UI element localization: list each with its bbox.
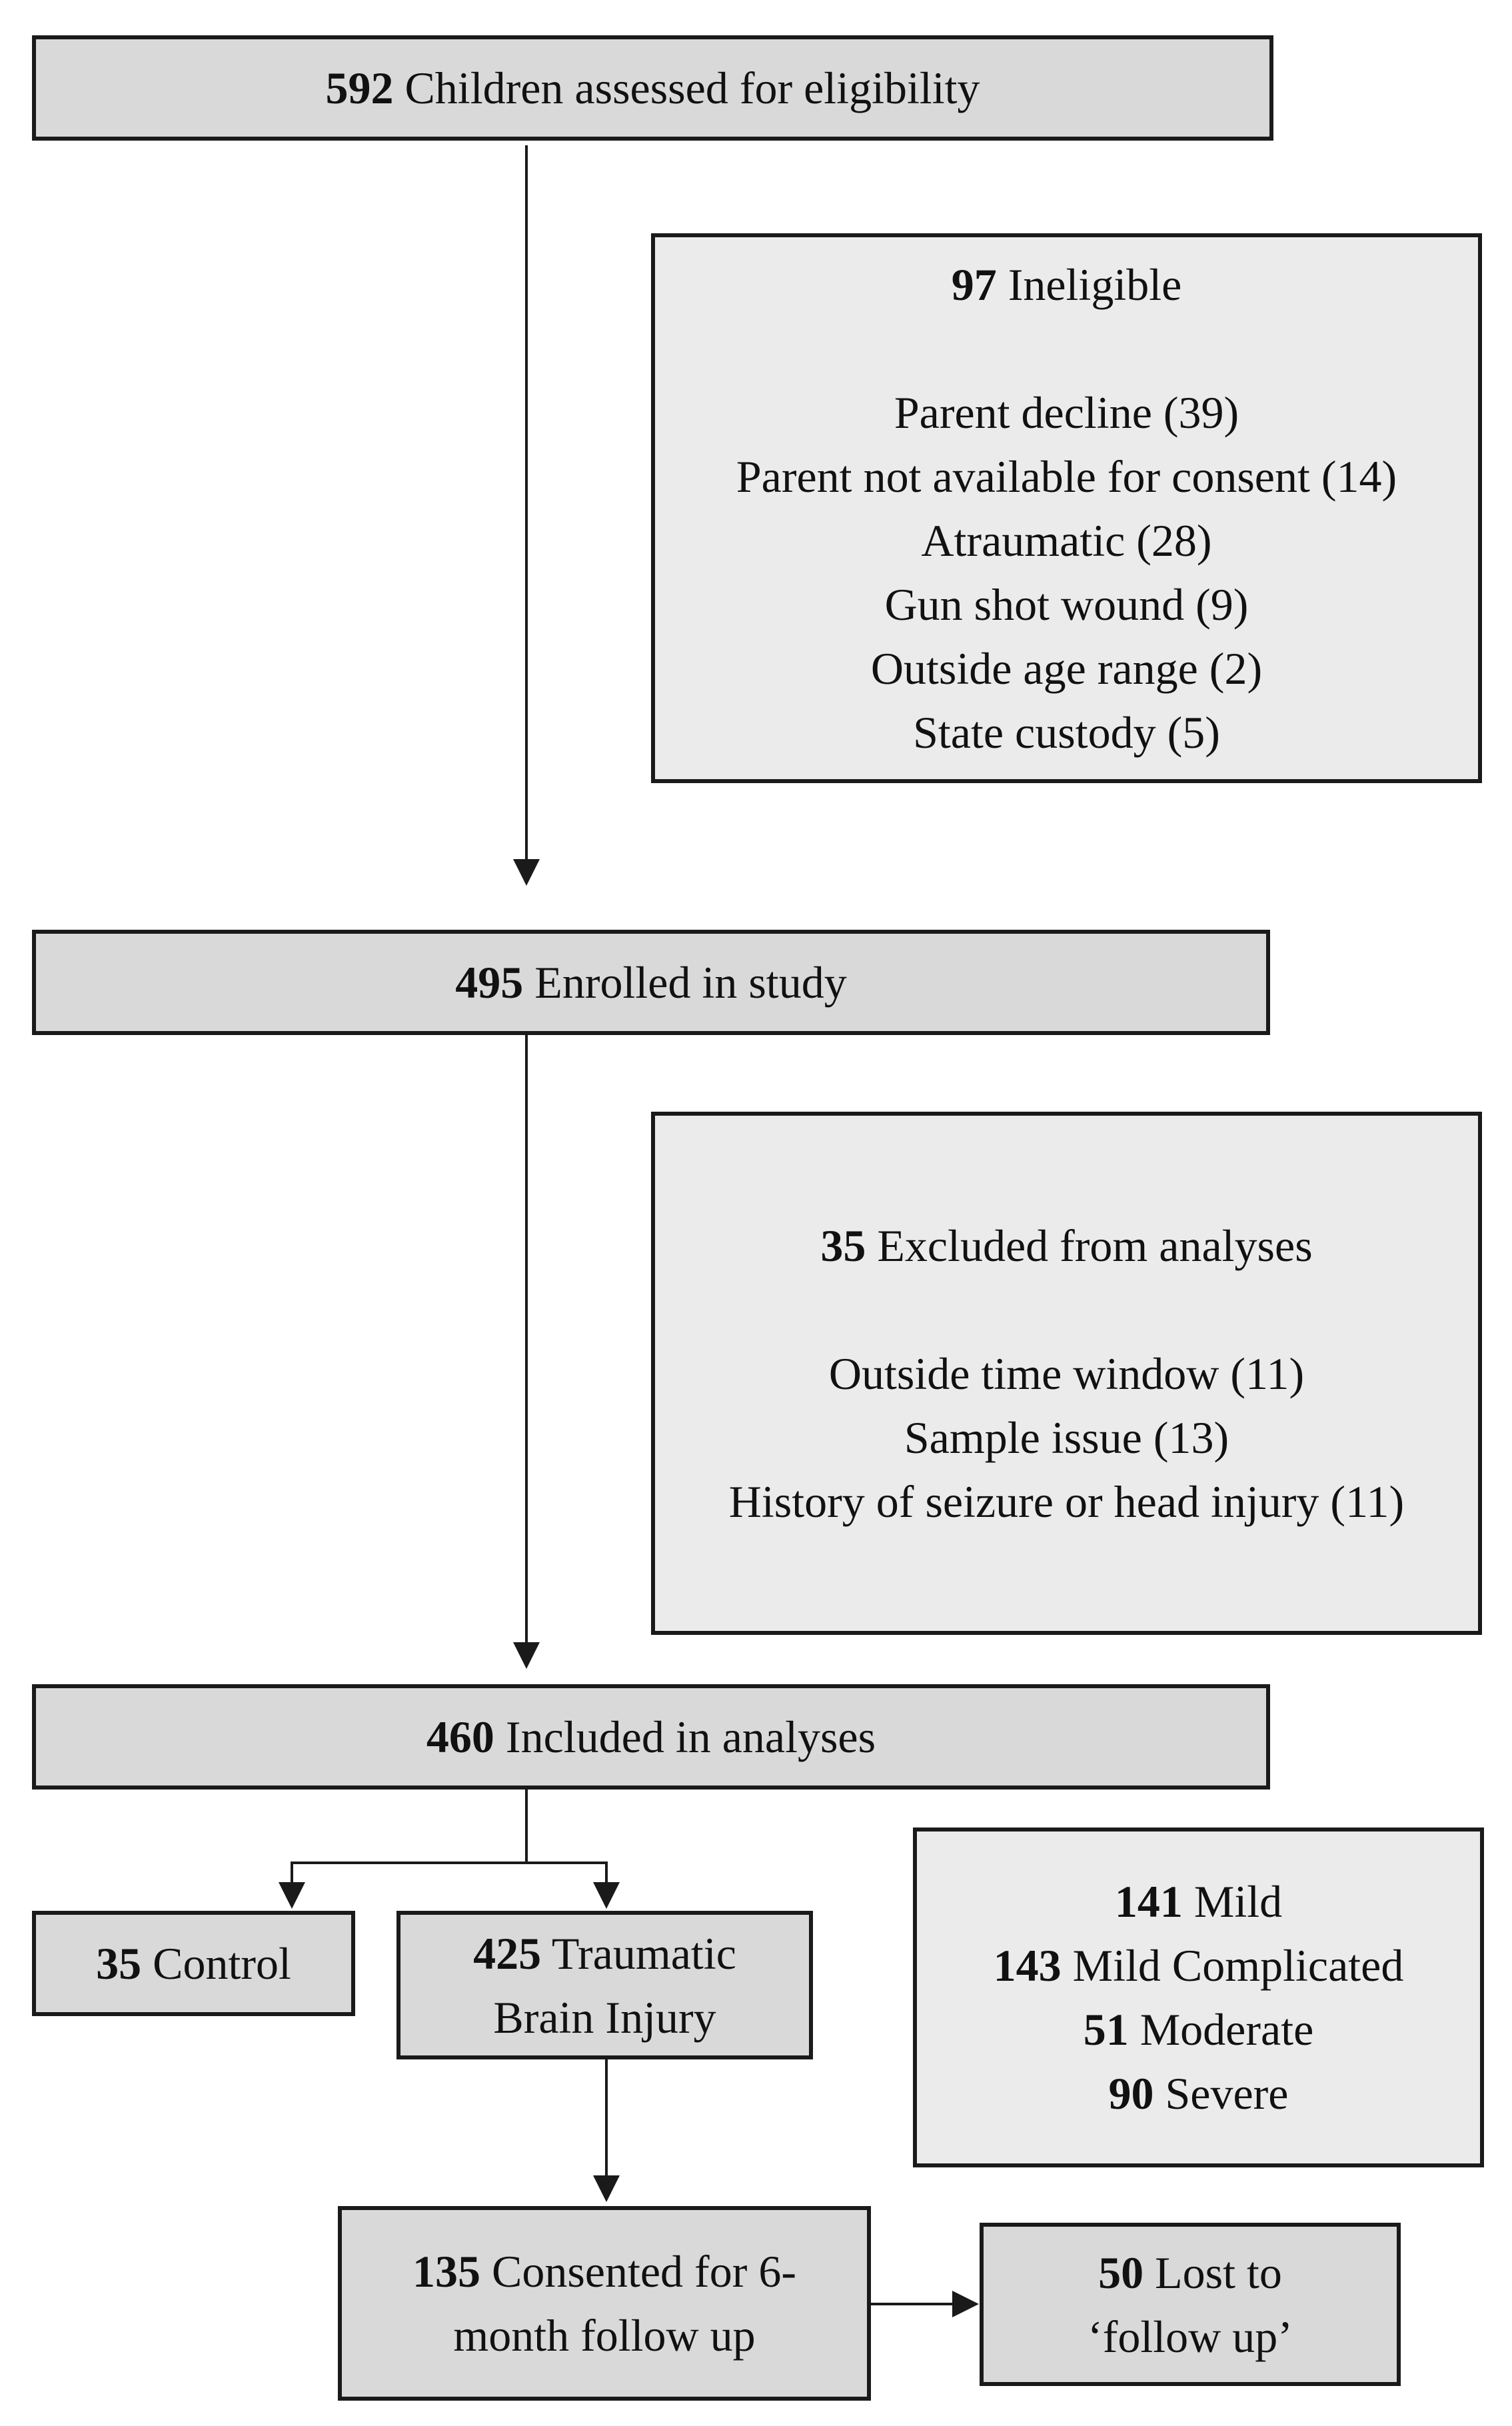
ineligible-reason: State custody (5) — [913, 706, 1220, 758]
included-label: Included in analyses — [505, 1712, 876, 1762]
tbi-label-line2: Brain Injury — [493, 1991, 716, 2043]
consented-text: 135 Consented for 6- — [412, 2239, 796, 2303]
consented-box: 135 Consented for 6- month follow up — [338, 2206, 871, 2401]
tbi-label-line1: Traumatic — [551, 1927, 736, 1979]
excluded-count: 35 — [820, 1220, 866, 1271]
assessed-text: 592 Children assessed for eligibility — [325, 56, 980, 120]
severity-count: 141 — [1114, 1876, 1183, 1927]
severity-item: 51 Moderate — [1084, 1997, 1314, 2061]
assessed-box: 592 Children assessed for eligibility — [32, 35, 1273, 141]
lost-label-line1: Lost to — [1155, 2247, 1282, 2298]
lost-label-line2: ‘follow up’ — [1088, 2311, 1293, 2362]
severity-item: 141 Mild — [1115, 1869, 1282, 1933]
severity-label: Severe — [1165, 2068, 1289, 2119]
severity-count: 51 — [1083, 2004, 1129, 2055]
enrolled-count: 495 — [455, 957, 524, 1008]
tbi-box: 425 Traumatic Brain Injury — [396, 1911, 813, 2059]
severity-count: 90 — [1108, 2068, 1154, 2119]
severity-label: Moderate — [1139, 2004, 1314, 2055]
severity-label: Mild Complicated — [1072, 1940, 1404, 1991]
branch-connector-tbi — [526, 1861, 620, 1909]
ineligible-reason: Parent not available for consent (14) — [736, 451, 1397, 502]
control-count: 35 — [96, 1938, 142, 1989]
included-box: 460 Included in analyses — [32, 1684, 1270, 1790]
consented-count: 135 — [412, 2246, 480, 2297]
ineligible-reason: Parent decline (39) — [894, 387, 1239, 438]
lost-count: 50 — [1098, 2247, 1144, 2298]
branch-connector — [279, 1788, 528, 1909]
excluded-reason: History of seizure or head injury (11) — [728, 1476, 1405, 1527]
tbi-count: 425 — [473, 1927, 542, 1979]
severity-count: 143 — [993, 1940, 1062, 1991]
excluded-reason: Outside time window (11) — [828, 1348, 1305, 1399]
ineligible-reason: Atraumatic (28) — [921, 515, 1212, 566]
severity-box: 141 Mild 143 Mild Complicated 51 Moderat… — [913, 1827, 1484, 2167]
lost-text: 50 Lost to — [1098, 2241, 1282, 2305]
excluded-label: Excluded from analyses — [877, 1220, 1313, 1271]
control-label: Control — [153, 1938, 291, 1989]
ineligible-box: 97 Ineligible Parent decline (39) Parent… — [651, 233, 1482, 783]
consented-label-line1: Consented for 6- — [491, 2246, 796, 2297]
enrolled-label: Enrolled in study — [534, 957, 847, 1008]
included-count: 460 — [426, 1712, 494, 1762]
excluded-heading: 35 Excluded from analyses — [820, 1214, 1312, 1278]
enrolled-text: 495 Enrolled in study — [455, 950, 846, 1014]
assessed-count: 592 — [325, 63, 394, 113]
enrolled-box: 495 Enrolled in study — [32, 930, 1270, 1035]
excluded-box: 35 Excluded from analyses Outside time w… — [651, 1112, 1482, 1635]
ineligible-heading: 97 Ineligible — [952, 253, 1182, 317]
severity-label: Mild — [1193, 1876, 1283, 1927]
control-box: 35 Control — [32, 1911, 355, 2016]
excluded-reason: Sample issue (13) — [904, 1412, 1229, 1463]
lost-box: 50 Lost to ‘follow up’ — [980, 2223, 1401, 2386]
ineligible-count: 97 — [951, 259, 997, 310]
ineligible-reason: Outside age range (2) — [870, 642, 1263, 694]
consented-label-line2: month follow up — [453, 2310, 756, 2361]
assessed-label: Children assessed for eligibility — [404, 63, 980, 113]
ineligible-label: Ineligible — [1008, 259, 1182, 310]
control-text: 35 Control — [96, 1931, 291, 1995]
tbi-text: 425 Traumatic — [473, 1921, 736, 1985]
severity-item: 143 Mild Complicated — [994, 1933, 1404, 1997]
included-text: 460 Included in analyses — [426, 1705, 876, 1769]
ineligible-reason: Gun shot wound (9) — [884, 579, 1249, 630]
severity-item: 90 Severe — [1108, 2061, 1288, 2125]
